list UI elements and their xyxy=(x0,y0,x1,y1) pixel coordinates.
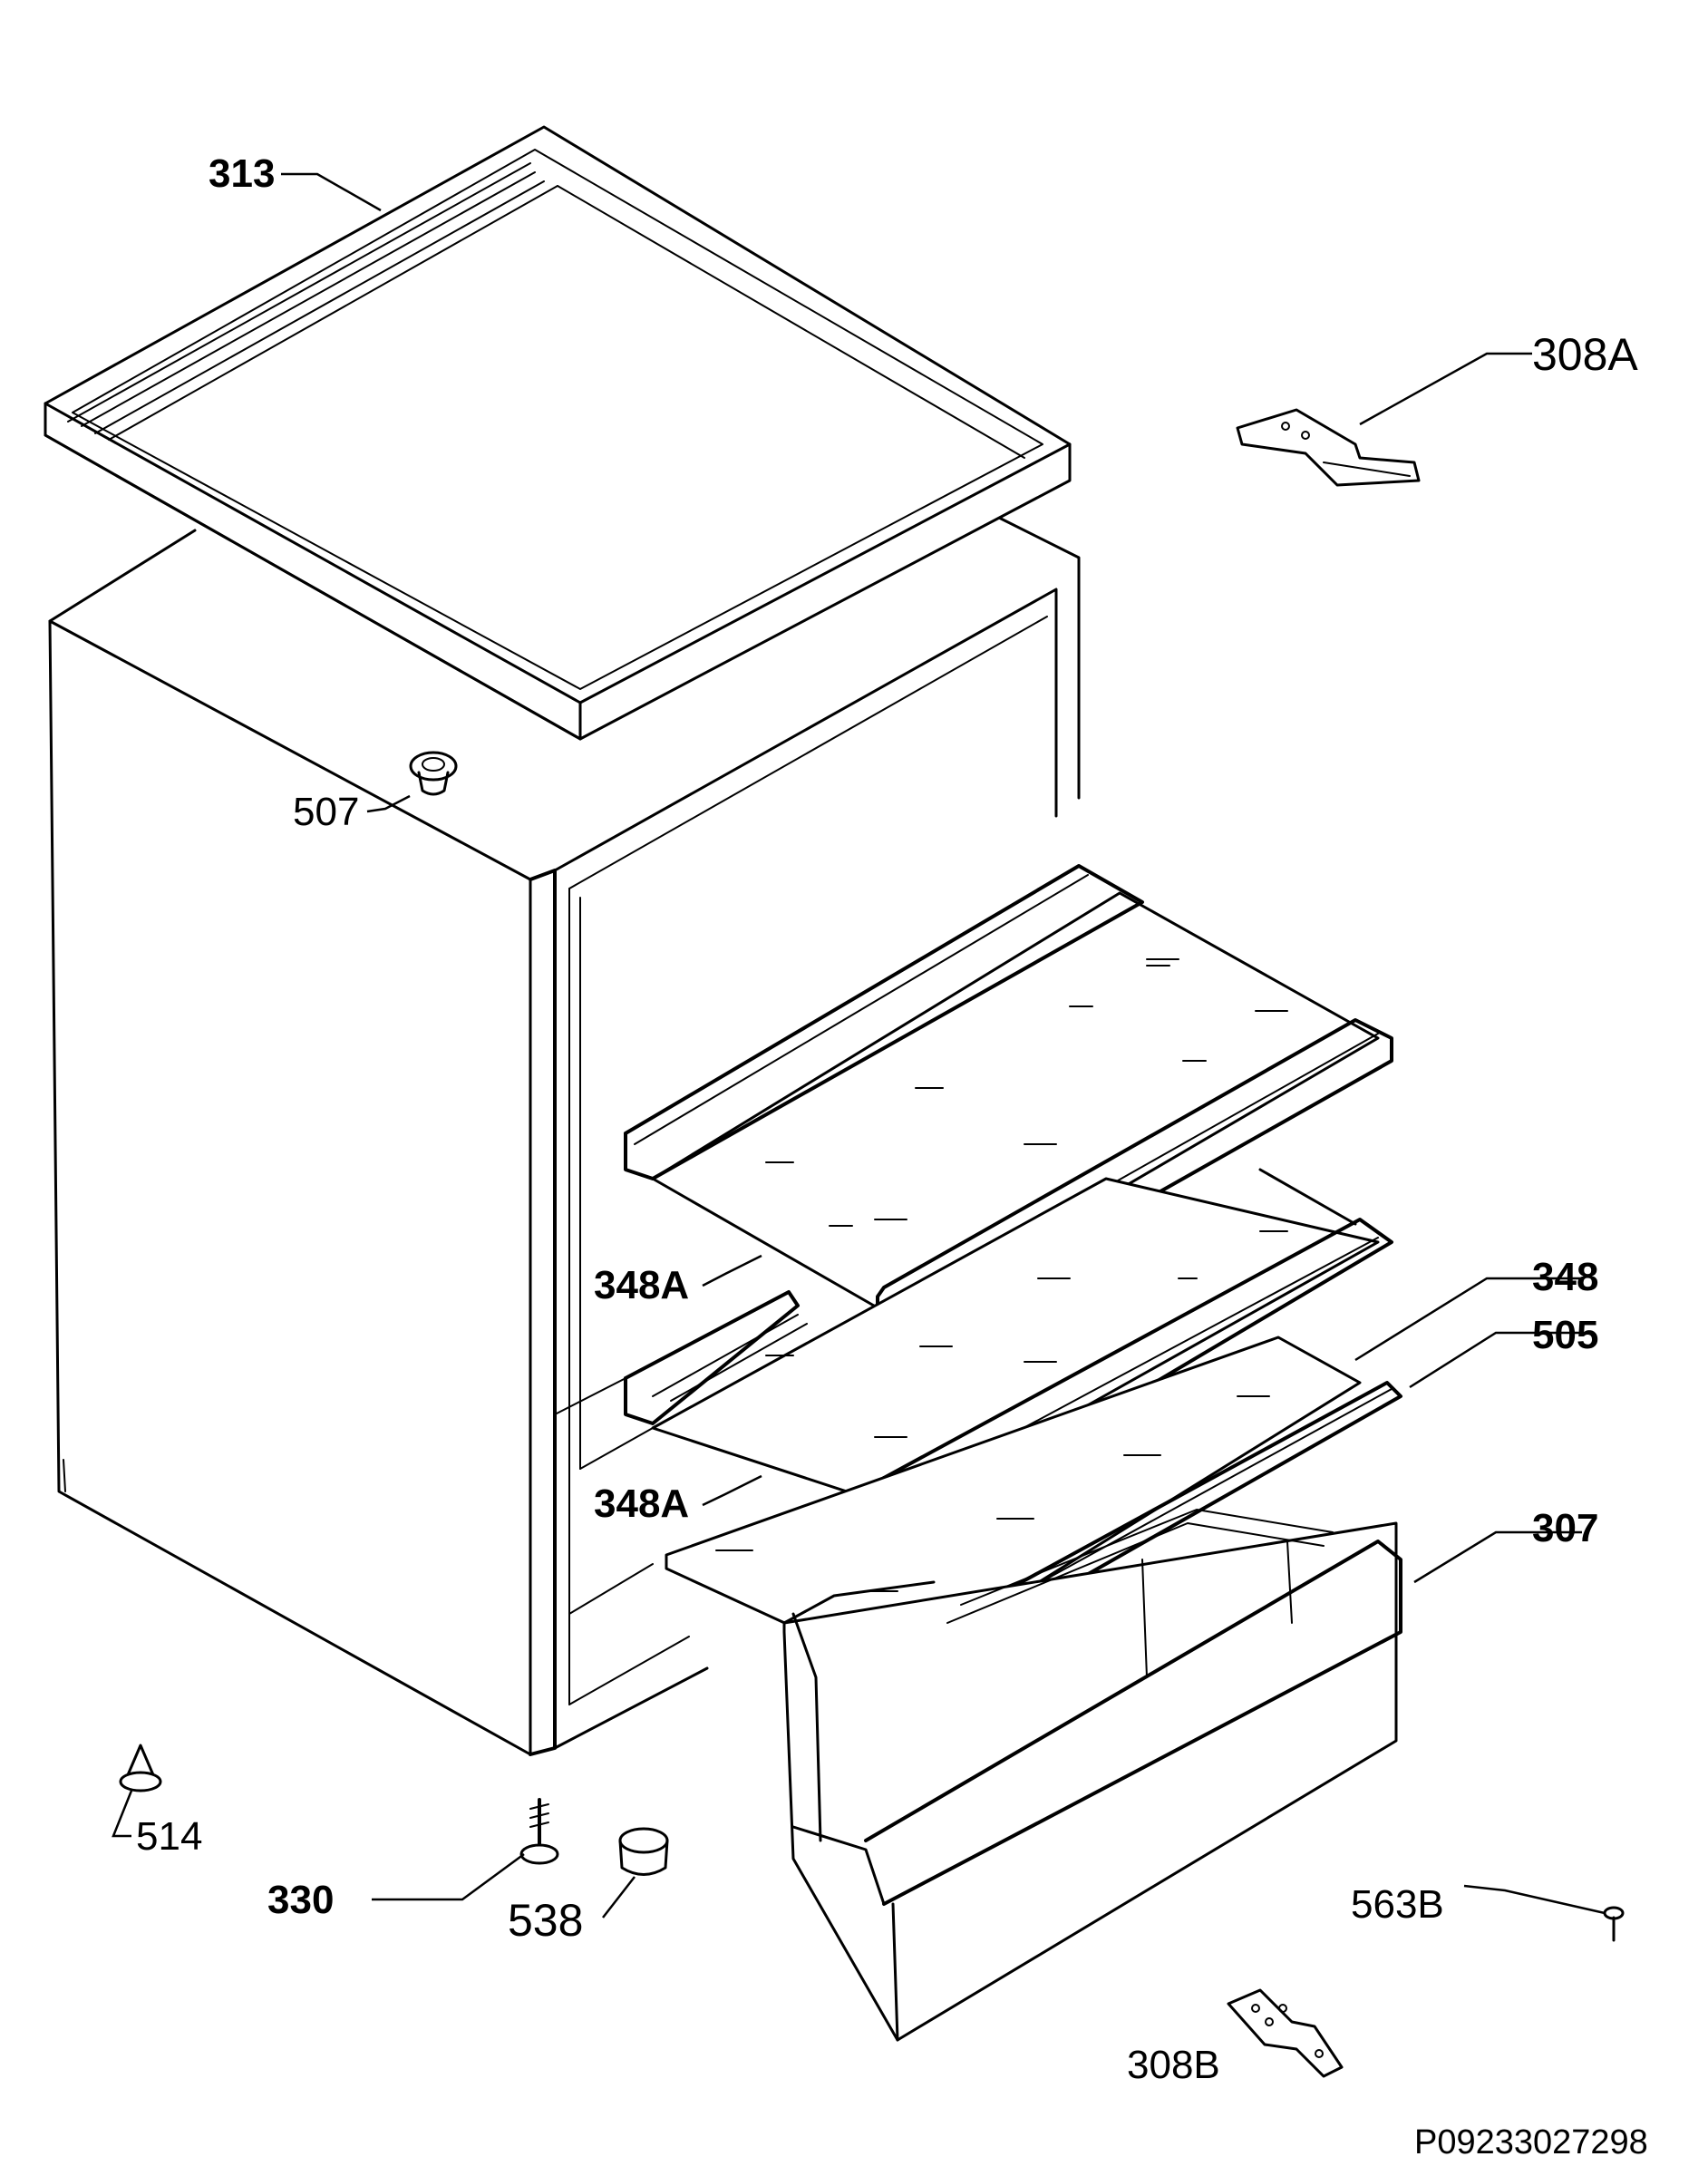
part-labels: 313 308A 507 348A 348A 348 505 307 514 3… xyxy=(136,151,1648,2161)
label-507: 507 xyxy=(293,790,359,834)
label-563B: 563B xyxy=(1351,1882,1444,1927)
plug-cap-507 xyxy=(409,751,458,796)
upper-hinge-308A xyxy=(1236,408,1421,487)
label-348: 348 xyxy=(1532,1255,1598,1299)
label-308A: 308A xyxy=(1532,329,1638,380)
crisper-drawer-307 xyxy=(782,1509,1402,2042)
label-538: 538 xyxy=(508,1895,583,1946)
drawing-number: P09233027298 xyxy=(1414,2123,1648,2161)
label-514: 514 xyxy=(136,1814,202,1859)
glass-hatch xyxy=(765,1225,1288,1438)
spacer-clip-514 xyxy=(119,1744,162,1792)
label-348A-upper: 348A xyxy=(594,1263,689,1307)
label-330: 330 xyxy=(267,1878,334,1922)
top-cover xyxy=(44,125,1072,741)
adjustable-foot-330 xyxy=(519,1798,559,1865)
label-307: 307 xyxy=(1532,1506,1598,1550)
cabinet-body xyxy=(48,515,1081,1756)
label-308B: 308B xyxy=(1127,2043,1220,2087)
glass-hatch xyxy=(765,958,1288,1220)
label-313: 313 xyxy=(209,151,275,196)
foot-cap-538 xyxy=(618,1827,669,1876)
screw-563B xyxy=(1603,1906,1625,1942)
glass-plate-348 xyxy=(665,1336,1362,1675)
label-348A-lower: 348A xyxy=(594,1481,689,1526)
label-505: 505 xyxy=(1532,1313,1598,1357)
lower-hinge-308B xyxy=(1227,1988,1344,2078)
leader-lines xyxy=(112,172,1606,1919)
